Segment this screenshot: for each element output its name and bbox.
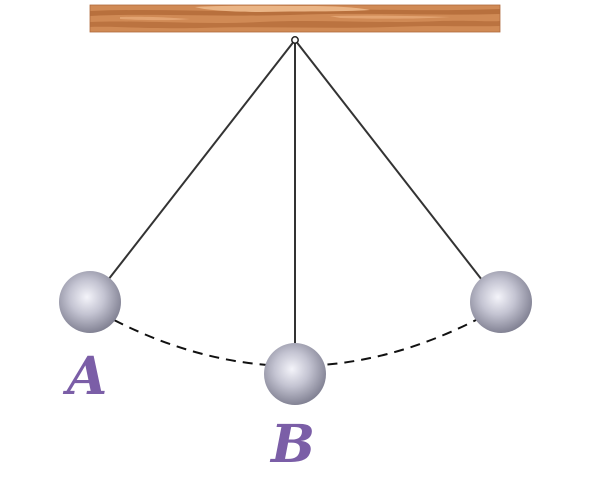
string-a	[107, 39, 296, 281]
string-c	[294, 39, 483, 281]
wooden-beam	[89, 4, 501, 33]
label-b: B	[269, 414, 315, 475]
bob-left	[59, 271, 121, 333]
bob-bottom	[264, 343, 326, 405]
label-a: A	[62, 346, 107, 407]
bob-right	[470, 271, 532, 333]
pivot-ring	[291, 36, 299, 44]
